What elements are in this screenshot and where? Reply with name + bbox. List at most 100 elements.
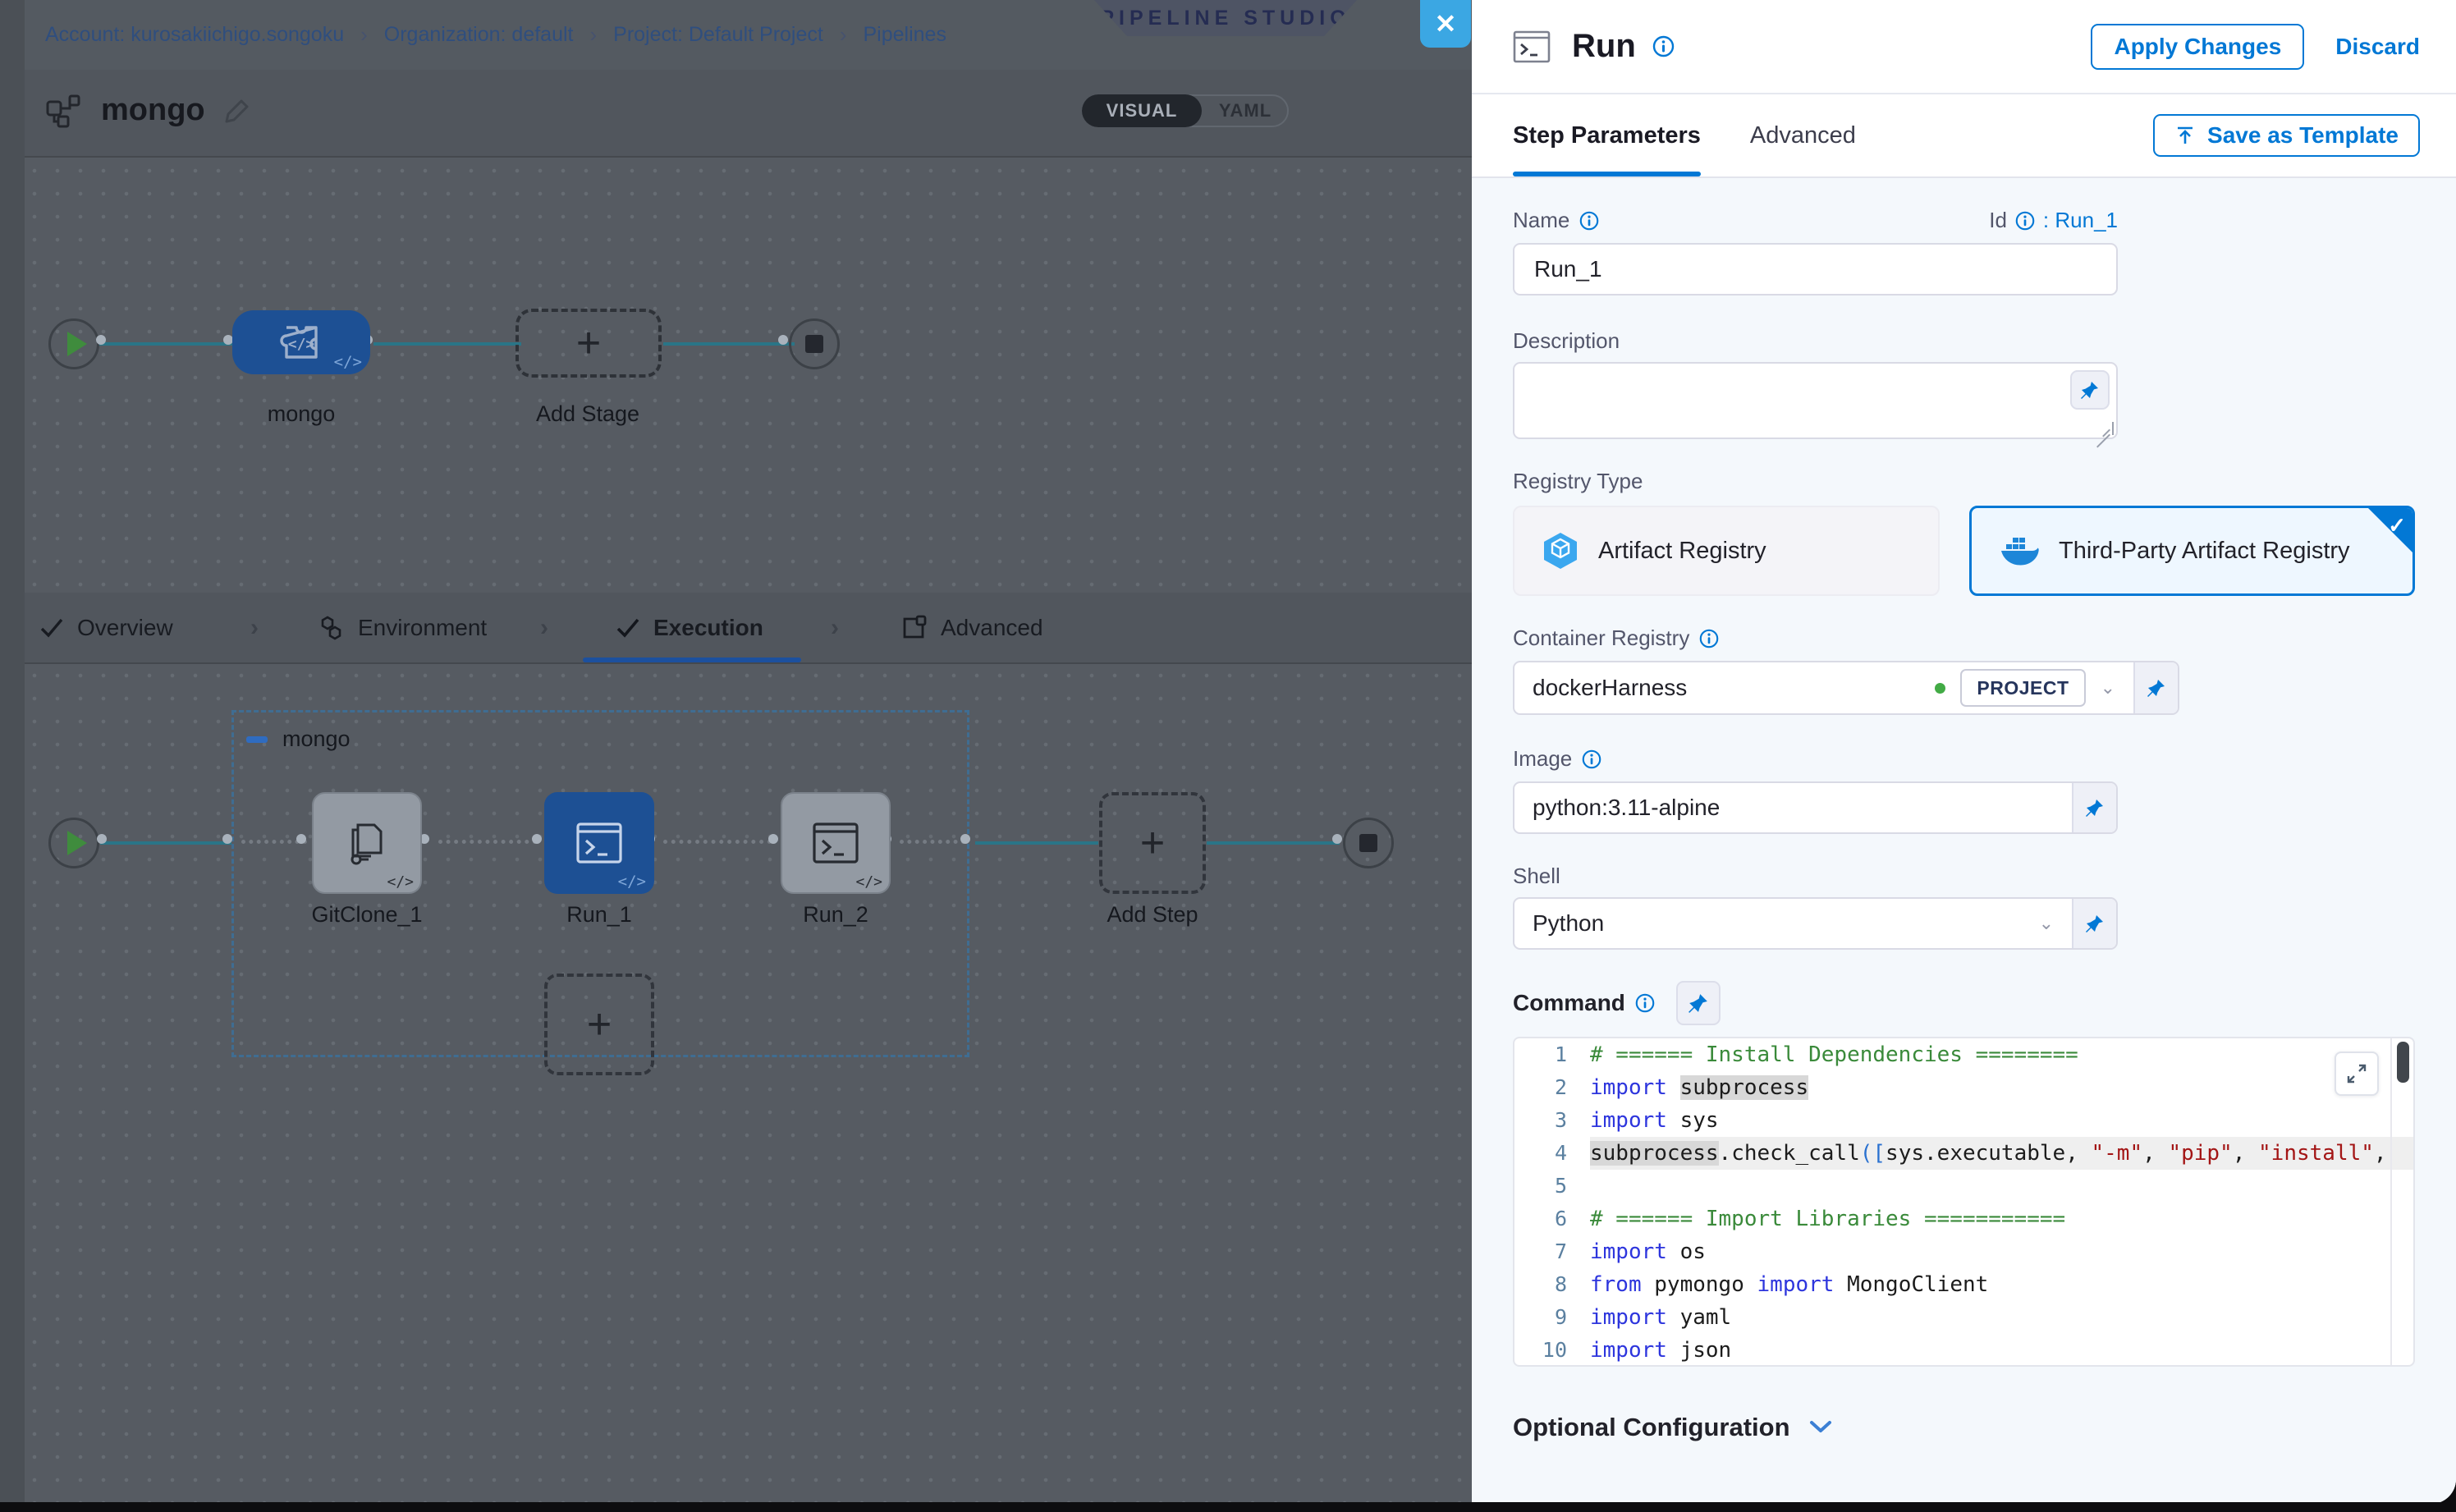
save-as-template-button[interactable]: Save as Template: [2153, 114, 2420, 157]
pin-input-type-button[interactable]: [2133, 662, 2178, 713]
add-parallel-step-button[interactable]: +: [544, 974, 654, 1075]
name-value: Run_1: [1534, 256, 1602, 282]
dotted-connector: [438, 840, 537, 844]
step-label: Run_1: [566, 902, 632, 928]
info-icon[interactable]: [1652, 35, 1675, 57]
editor-scrollbar-thumb[interactable]: [2397, 1042, 2409, 1083]
pipeline-studio-dimmed-area: Account: kurosakiichigo.songoku › Organi…: [0, 0, 1472, 1502]
editor-scrollbar-track[interactable]: [2390, 1038, 2392, 1365]
run-step-icon: [1513, 30, 1551, 63]
close-icon: ✕: [1435, 8, 1457, 39]
info-icon[interactable]: [2015, 211, 2035, 231]
info-icon[interactable]: [1579, 211, 1599, 231]
toggle-yaml[interactable]: YAML: [1203, 96, 1287, 126]
pushpin-icon: [2080, 380, 2100, 400]
tab-execution[interactable]: Execution: [616, 593, 763, 662]
breadcrumb-pipelines[interactable]: Pipelines: [864, 23, 946, 47]
apply-changes-button[interactable]: Apply Changes: [2091, 24, 2304, 70]
dotted-connector: [663, 840, 772, 844]
code-glyph: </>: [334, 353, 362, 371]
container-registry-field[interactable]: dockerHarness PROJECT ⌄: [1513, 661, 2179, 715]
code-line: 9import yaml: [1514, 1301, 2413, 1334]
chevron-down-icon[interactable]: ⌄: [2039, 913, 2054, 934]
pin-input-type-button[interactable]: [1676, 981, 1721, 1025]
stage-graph-canvas[interactable]: </> </> mongo + Add Stage: [0, 159, 1472, 593]
pin-input-type-button[interactable]: [2070, 370, 2110, 410]
info-icon[interactable]: [1635, 993, 1655, 1013]
add-stage-label: Add Stage: [536, 401, 639, 427]
name-input[interactable]: Run_1: [1513, 243, 2118, 296]
connector-port: [1332, 834, 1342, 844]
registry-option-artifact-registry[interactable]: Artifact Registry: [1513, 506, 1940, 596]
code-glyph: </>: [618, 873, 646, 891]
collapse-group-icon[interactable]: [246, 736, 268, 743]
breadcrumb-account[interactable]: Account: kurosakiichigo.songoku: [45, 23, 344, 47]
visual-yaml-toggle[interactable]: VISUAL YAML: [1082, 94, 1289, 127]
code-lines: 1# ====== Install Dependencies ========2…: [1514, 1038, 2413, 1367]
tab-advanced[interactable]: Advanced: [1750, 94, 1856, 176]
pin-input-type-button[interactable]: [2072, 783, 2116, 832]
tab-environment[interactable]: Environment: [318, 593, 487, 662]
add-step-button[interactable]: +: [1099, 792, 1206, 894]
check-icon: [616, 617, 640, 639]
tab-step-parameters[interactable]: Step Parameters: [1513, 94, 1701, 176]
id-row: Id : Run_1: [1989, 208, 2118, 233]
add-stage-button[interactable]: +: [515, 309, 662, 378]
step-node-run-2[interactable]: </>: [781, 792, 891, 894]
connector-port: [778, 335, 788, 345]
line-number: 2: [1514, 1071, 1590, 1104]
edit-pencil-icon[interactable]: [223, 97, 251, 125]
name-label: Name: [1513, 208, 1569, 233]
stage-tabs-bar: Overview › Environment › Execution ›: [0, 593, 1472, 664]
artifact-registry-icon: [1542, 531, 1579, 570]
step-label: Run_2: [803, 902, 868, 928]
shell-label-text: Shell: [1513, 864, 1560, 889]
registry-option-label: Artifact Registry: [1598, 538, 1766, 565]
connector-line: [100, 841, 231, 845]
execution-graph-canvas[interactable]: mongo: [0, 664, 1472, 1502]
selected-check-icon: ✓: [2388, 513, 2406, 538]
tab-advanced[interactable]: Advanced: [900, 593, 1043, 662]
breadcrumb-organization[interactable]: Organization: default: [384, 23, 574, 47]
code-line: 1# ====== Install Dependencies ========: [1514, 1038, 2413, 1071]
execution-end-node: [1343, 818, 1394, 868]
line-number: 4: [1514, 1137, 1590, 1170]
command-code-editor[interactable]: 1# ====== Install Dependencies ========2…: [1513, 1037, 2415, 1367]
tab-label: Environment: [358, 615, 487, 641]
registry-option-third-party-selected[interactable]: Third-Party Artifact Registry ✓: [1969, 506, 2415, 596]
code-glyph: </>: [855, 873, 882, 891]
upload-icon: [2174, 125, 2196, 146]
step-node-run-1-selected[interactable]: </>: [544, 792, 654, 894]
svg-text:</>: </>: [288, 336, 315, 353]
toggle-visual[interactable]: VISUAL: [1082, 94, 1202, 127]
chevron-down-icon[interactable]: ⌄: [2101, 677, 2115, 699]
discard-button[interactable]: Discard: [2335, 34, 2420, 60]
resize-handle[interactable]: [2101, 422, 2114, 435]
environment-icon: [318, 615, 345, 641]
tab-separator-icon: ›: [831, 593, 839, 662]
tab-overview[interactable]: Overview: [39, 593, 173, 662]
step-node-gitclone-1[interactable]: </>: [312, 792, 422, 894]
breadcrumb-separator-icon: ›: [589, 22, 597, 48]
docker-icon: [2000, 534, 2039, 567]
connector-port: [296, 834, 306, 844]
shell-select[interactable]: Python ⌄: [1513, 897, 2118, 950]
code-line: 7import os: [1514, 1235, 2413, 1268]
expand-editor-button[interactable]: [2335, 1052, 2379, 1096]
line-number: 10: [1514, 1334, 1590, 1367]
execution-start-node: [48, 818, 99, 868]
step-label: GitClone_1: [311, 902, 422, 928]
image-field[interactable]: python:3.11-alpine: [1513, 781, 2118, 834]
pin-input-type-button[interactable]: [2072, 899, 2116, 948]
advanced-icon: [900, 615, 928, 641]
close-drawer-button[interactable]: ✕: [1420, 0, 1471, 48]
info-icon[interactable]: [1699, 629, 1719, 648]
connector-port: [532, 834, 542, 844]
info-icon[interactable]: [1582, 749, 1601, 769]
breadcrumb-project[interactable]: Project: Default Project: [613, 23, 823, 47]
stage-node-mongo[interactable]: </> </>: [232, 310, 370, 374]
container-registry-label-row: Container Registry: [1513, 625, 2415, 651]
description-textarea[interactable]: [1513, 362, 2118, 439]
optional-configuration-toggle[interactable]: Optional Configuration: [1513, 1413, 2415, 1442]
